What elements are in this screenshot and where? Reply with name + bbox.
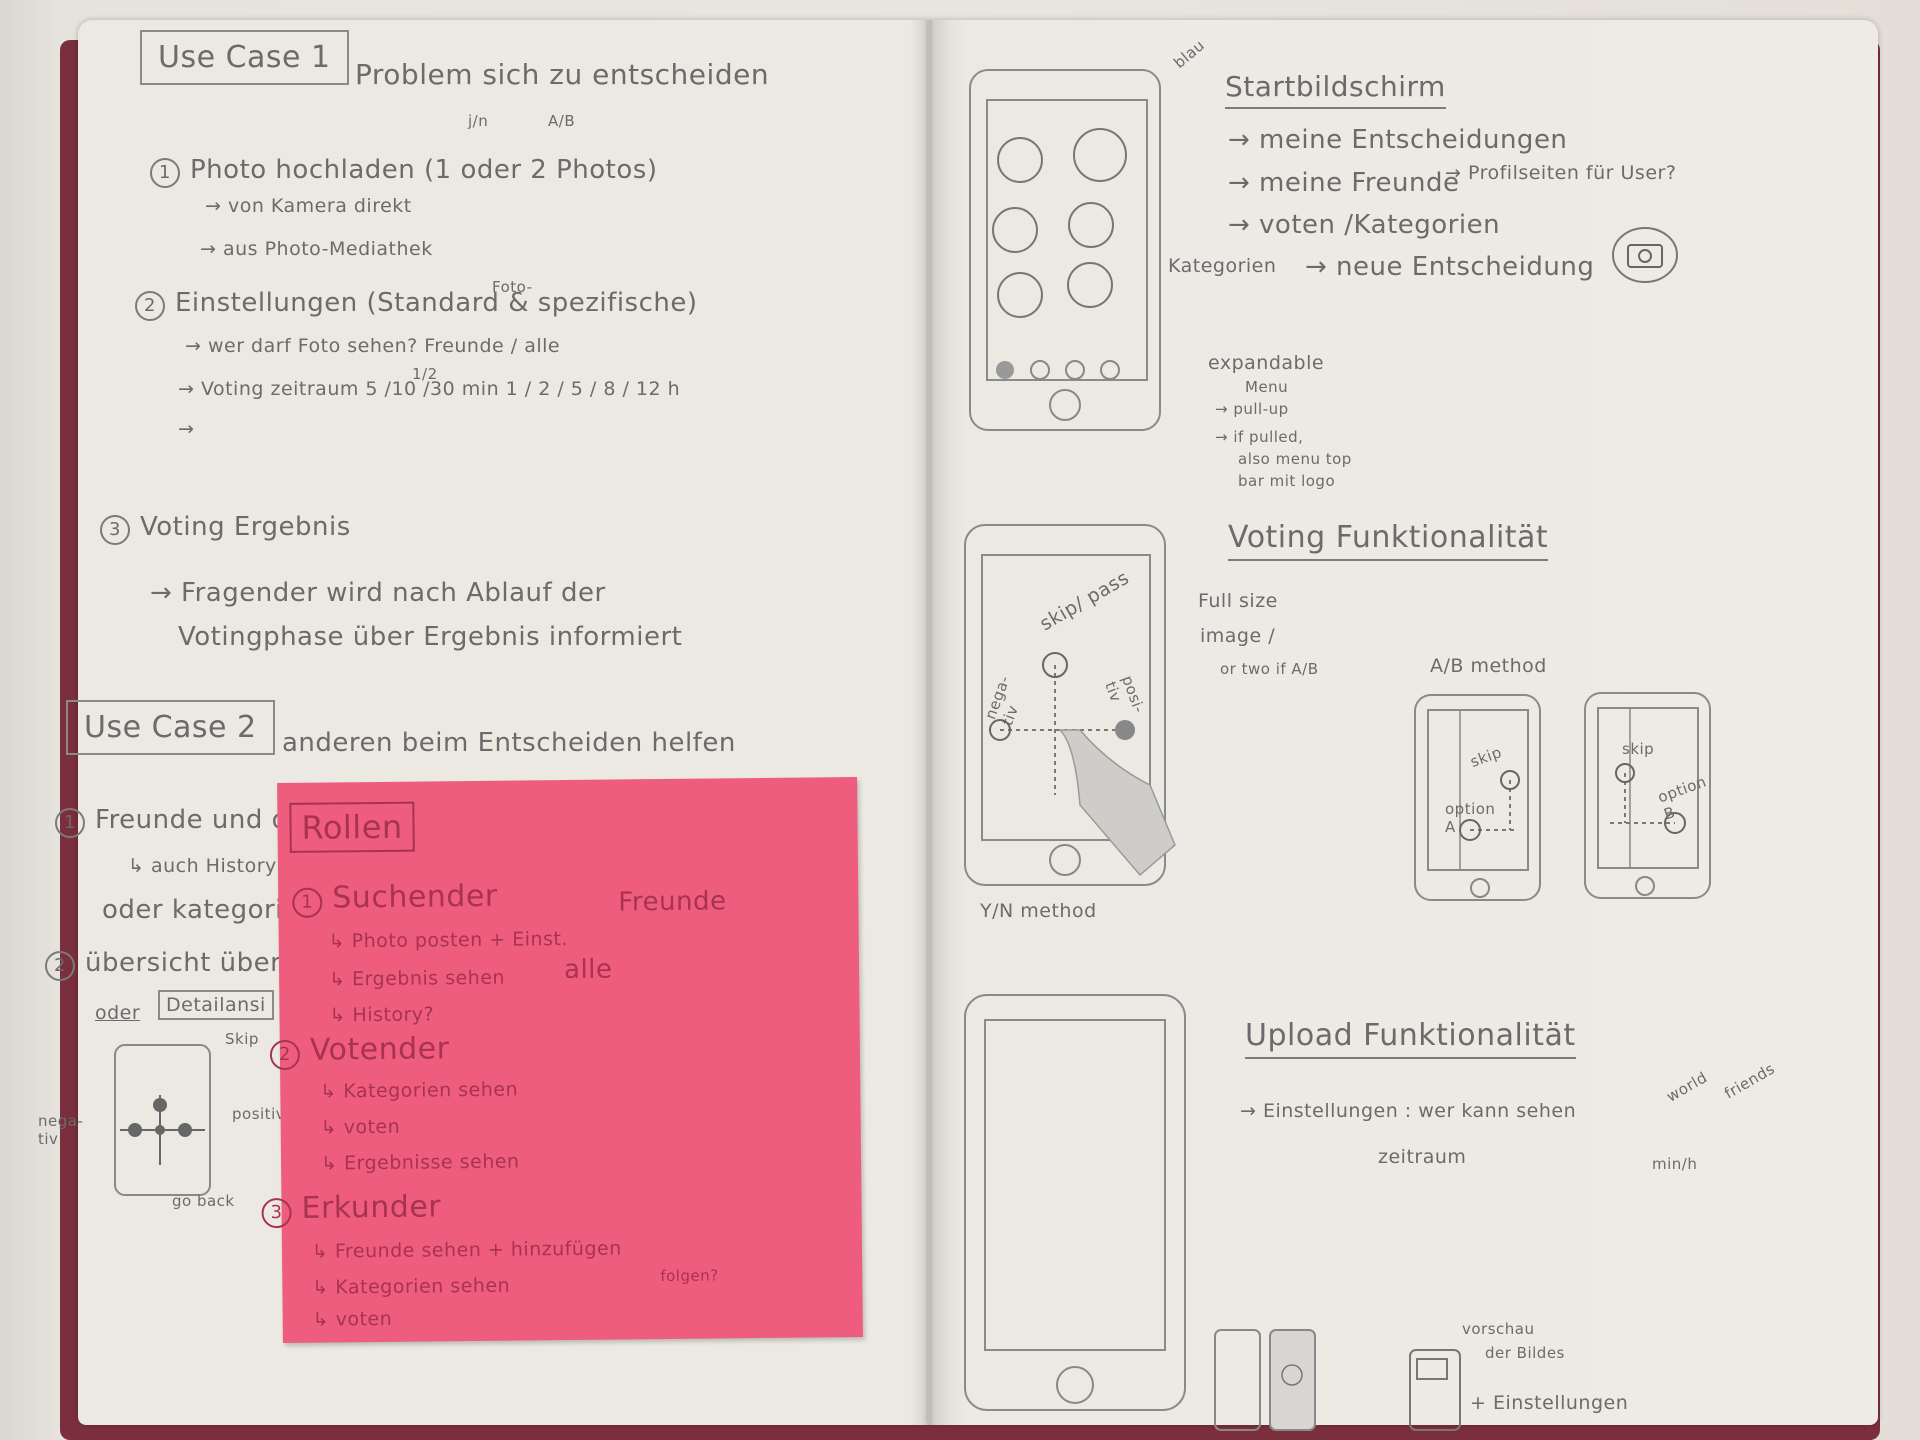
ab-method-label: A/B method (1430, 655, 1547, 677)
upload-phone-sketch (960, 985, 1190, 1415)
sticky-title: Rollen (289, 801, 415, 853)
uc2-step-1b: oder kategorie (102, 895, 300, 925)
role-3a: ↳ Freunde sehen + hinzufügen (311, 1237, 622, 1263)
yn-method-label: Y/N method (980, 900, 1097, 922)
start-item-3: → voten /Kategorien (1228, 210, 1501, 240)
role-1-side: Freunde (618, 886, 727, 918)
ab1-option-label: option A (1445, 800, 1496, 836)
upload-title: Upload Funktionalität (1245, 1018, 1576, 1059)
uc1-step-2b-annot: 1/2 (412, 365, 438, 383)
uc2-step-2-text: übersicht über (85, 948, 282, 978)
upload-mini-phones (1210, 1325, 1350, 1435)
uc1-step-3-text: Voting Ergebnis (140, 512, 351, 542)
sketch-goback-label: go back (172, 1192, 235, 1210)
preview-phone-icon (1405, 1345, 1465, 1435)
annotation-ab: A/B (548, 112, 576, 130)
use-case-2-title: anderen beim Entscheiden helfen (282, 728, 736, 758)
use-case-1-title: Problem sich zu entscheiden (355, 58, 770, 91)
uc1-step-2b: → Voting zeitraum 5 /10 /30 min 1 / 2 / … (178, 378, 681, 400)
voting-full-c: or two if A/B (1220, 660, 1319, 678)
neue-entscheidung-label: → neue Entscheidung (1305, 252, 1595, 282)
annotation-jn: j/n (468, 112, 489, 130)
vorschau-b: der Bildes (1485, 1344, 1565, 1362)
menu-annot-b: Menu (1245, 378, 1289, 396)
uc2-step-2b: Detailansi (158, 990, 274, 1020)
camera-icon (1610, 225, 1680, 285)
upload-line-1: → Einstellungen : wer kann sehen (1240, 1100, 1577, 1122)
page-gutter (910, 20, 950, 1425)
menu-annot-e: also menu top (1238, 450, 1352, 468)
uc1-step-2-annot: Foto- (492, 278, 533, 296)
role-3b: ↳ Kategorien sehen (312, 1274, 511, 1299)
menu-annot-c: → pull-up (1215, 400, 1289, 418)
role-1b: ↳ Ergebnis sehen (329, 966, 506, 991)
ab-phone-sketch-1 (1410, 690, 1545, 905)
vorschau-a: vorschau (1462, 1320, 1535, 1338)
uc1-step-2a: → wer darf Foto sehen? Freunde / alle (185, 335, 561, 357)
menu-annot-f: bar mit logo (1238, 472, 1336, 490)
ab2-skip-label: skip (1622, 740, 1655, 758)
sketch-positiv-label: positiv (232, 1105, 286, 1123)
role-1c: ↳ History? (329, 1003, 435, 1027)
role-2a: ↳ Kategorien sehen (320, 1078, 519, 1103)
start-item-1: → meine Entscheidungen (1228, 125, 1568, 155)
upload-minh-label: min/h (1652, 1155, 1698, 1173)
role-1-text: Suchender (332, 878, 498, 916)
voting-full-b: image / (1200, 625, 1276, 647)
role-1-side-2: alle (563, 954, 613, 986)
start-item-2-annot: → Profilseiten für User? (1445, 162, 1677, 184)
sketch-skip-label: Skip (225, 1030, 259, 1048)
uc2-step-1-text: Freunde und d (95, 805, 289, 835)
ab-phone-sketch-2 (1580, 688, 1715, 903)
role-3-text: Erkunder (301, 1189, 442, 1226)
kategorien-label: Kategorien (1168, 255, 1277, 277)
use-case-2-label: Use Case 2 (66, 700, 275, 755)
role-2b: ↳ voten (320, 1115, 401, 1139)
start-item-2: → meine Freunde (1228, 168, 1460, 198)
uc1-step-2c: → (178, 418, 195, 440)
menu-annot-d: → if pulled, (1215, 428, 1304, 446)
uc1-step-2-text: Einstellungen (Standard & spezifische) (175, 288, 698, 318)
role-2-text: Votender (309, 1031, 450, 1068)
einstellungen-label: + Einstellungen (1470, 1392, 1629, 1414)
sketch-negativ-label: nega-tiv (38, 1112, 84, 1148)
voting-phone-sketch (960, 515, 1180, 895)
uc1-step-3b: Votingphase über Ergebnis informiert (178, 622, 683, 652)
use-case-1-label: Use Case 1 (140, 30, 349, 85)
menu-annot-a: expandable (1208, 352, 1325, 374)
uc1-step-1b: → aus Photo-Mediathek (200, 238, 433, 260)
startbildschirm-title: Startbildschirm (1225, 70, 1446, 109)
start-phone-sketch (965, 60, 1165, 440)
voting-title: Voting Funktionalität (1228, 520, 1549, 561)
uc1-step-1a: → von Kamera direkt (205, 195, 412, 217)
uc2-step-2a: oder (95, 1002, 141, 1024)
role-2c: ↳ Ergebnisse sehen (320, 1150, 520, 1175)
uc1-step-1-text: Photo hochladen (1 oder 2 Photos) (190, 155, 658, 185)
role-1a: ↳ Photo posten + Einst. (328, 928, 569, 953)
detail-phone-sketch (110, 1040, 220, 1200)
upload-line-2: zeitraum (1378, 1146, 1467, 1168)
role-3b-annot: folgen? (660, 1266, 719, 1286)
role-3c: ↳ voten (312, 1307, 393, 1331)
uc2-step-1a: ↳ auch History (128, 855, 277, 877)
right-page (928, 20, 1878, 1425)
voting-full-a: Full size (1198, 590, 1278, 612)
uc1-step-3a: → Fragender wird nach Ablauf der (150, 578, 606, 608)
